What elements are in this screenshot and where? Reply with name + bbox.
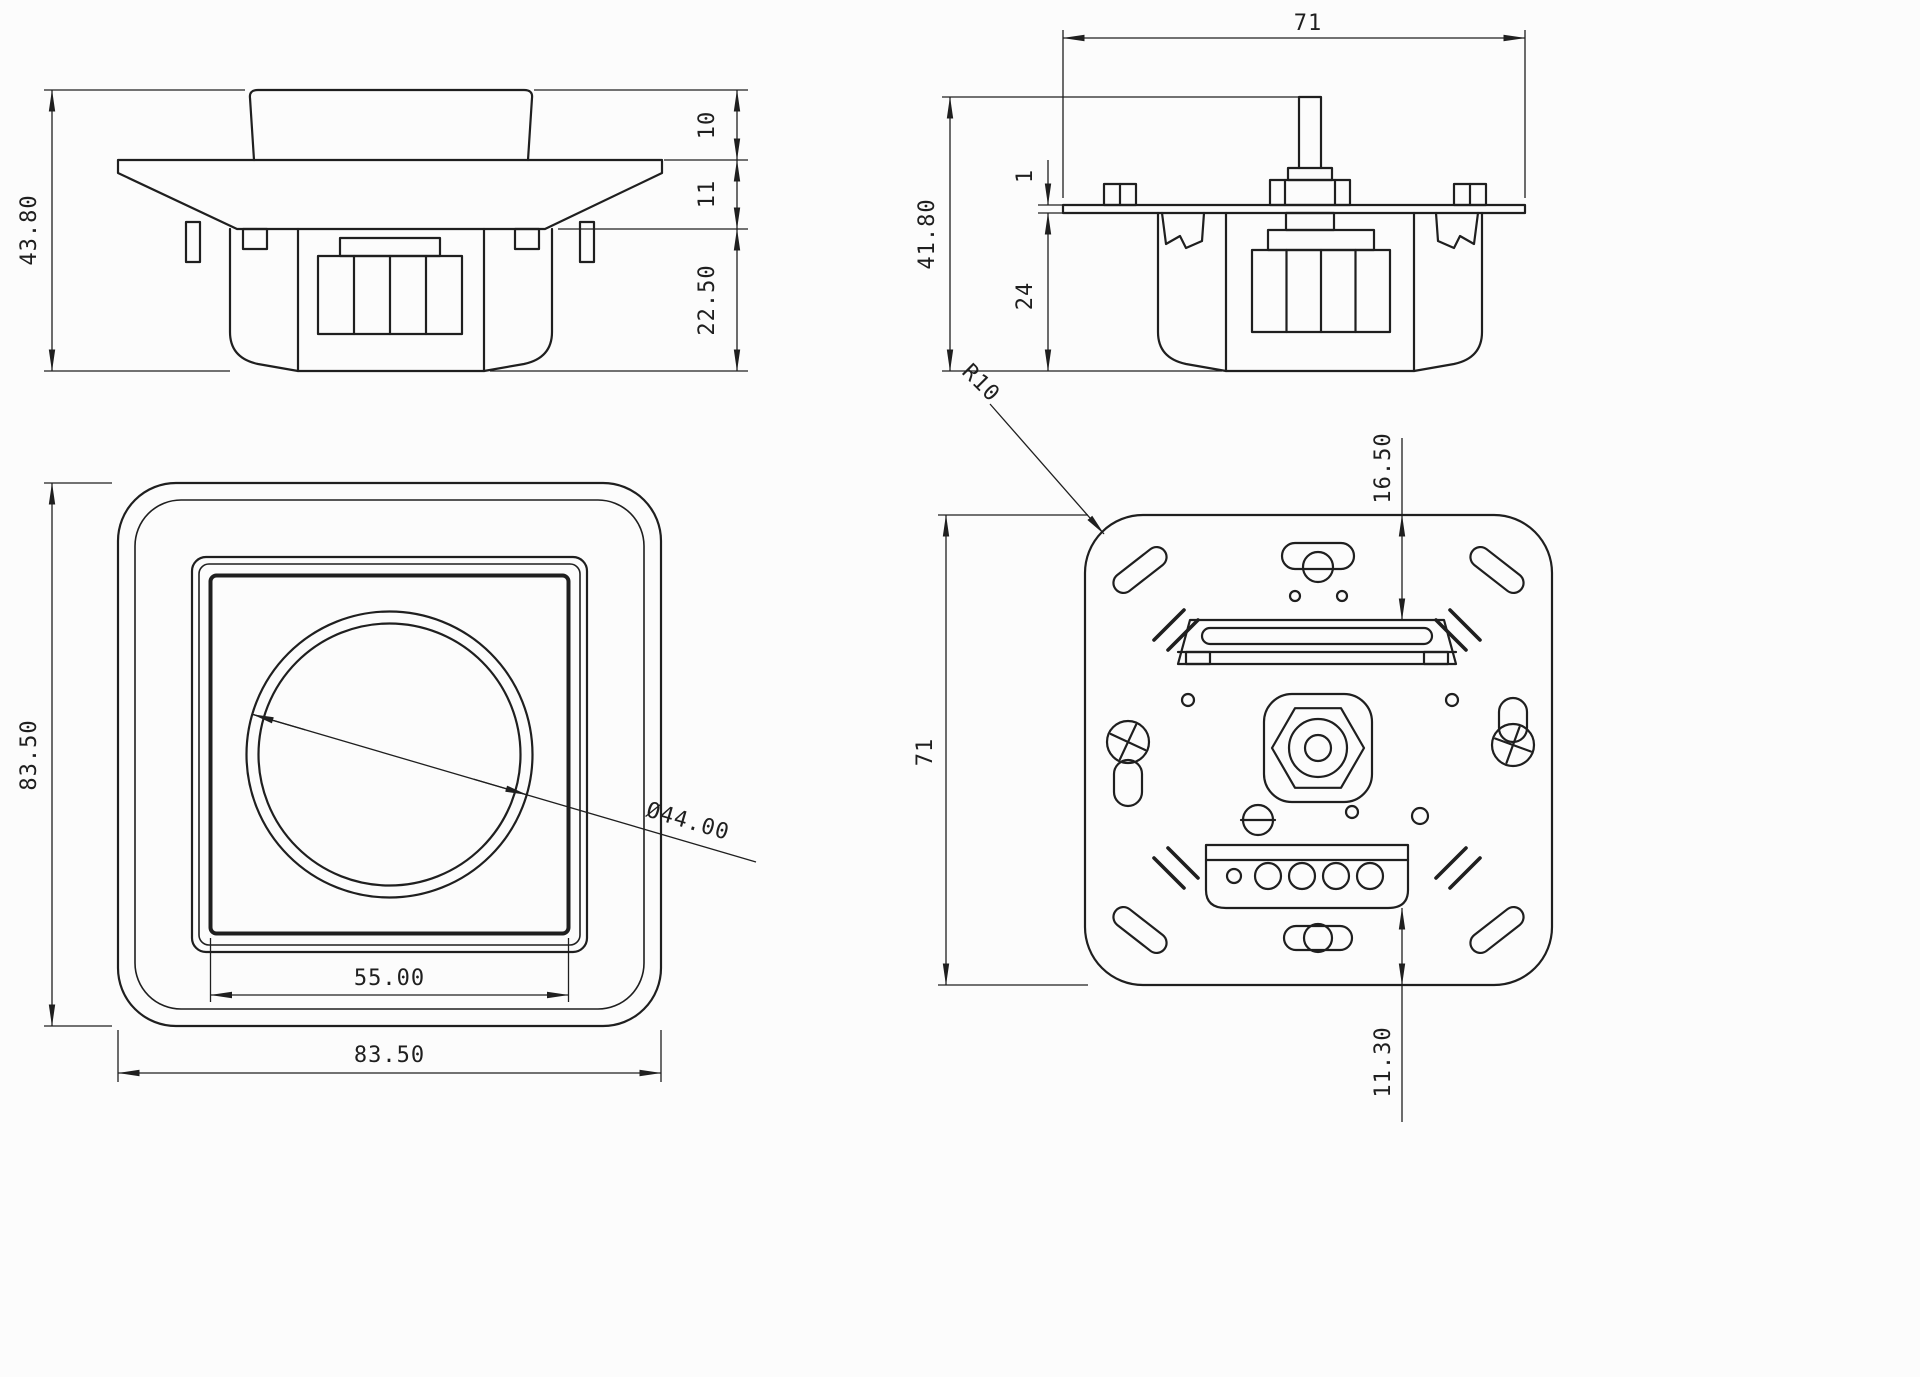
side-view-b-object [1061,95,1527,373]
left-screw-cross [1109,723,1147,761]
wire-hole [1287,861,1317,891]
frame-opening-outer [190,555,589,954]
right-keyhole-slot [1497,696,1529,744]
dim-knob-diameter: Ø44.00 [643,798,732,846]
terminal-top-tab [338,236,442,258]
cover-frame-outer [116,481,663,1028]
left-peg [184,220,202,264]
grip-ticks-lower-left [1152,846,1200,890]
left-screw [1105,719,1151,765]
dim-plate-width: 71 [1294,11,1323,36]
terminal-top-tab [1266,228,1376,252]
knob-profile [248,88,534,162]
right-screw-cross [1494,726,1532,764]
dim-terminal-offset: 11.30 [1371,1026,1396,1097]
diameter-arrow [251,713,306,731]
left-keyhole-slot [1112,758,1144,808]
claw-bracket [1176,618,1458,666]
dim-front-height: 83.50 [17,719,42,790]
terminal-block-back [1204,843,1410,910]
grip-ticks-upper-left [1152,608,1200,652]
corner-slot-tl [1112,545,1168,595]
top-keyhole-circle [1301,550,1335,584]
pilot-hole [1410,806,1430,826]
dim-front-width: 83.50 [354,1043,425,1068]
dim-body-depth: 22.50 [695,264,720,335]
right-claw [1434,211,1480,250]
grip-ticks-upper-right [1434,608,1482,652]
dim-total-height-b: 41.80 [915,198,940,269]
hub-ring [1287,717,1349,779]
side-view-a-dimensions [44,89,748,372]
hub-boss [1262,692,1374,804]
mechanism-body [1156,211,1484,373]
wire-hole-small [1225,867,1243,885]
dim-corner-radius: R10 [957,359,1005,407]
mechanism-body [228,227,554,373]
right-clip [513,227,541,251]
shaft-flange [1286,166,1334,182]
top-keyhole-slot [1280,541,1356,571]
wire-hole [1321,861,1351,891]
pilot-hole [1444,692,1460,708]
diameter-arrow [473,778,528,796]
dim-inner-width: 55.00 [354,966,425,991]
dim-plate-thickness: 1 [1013,169,1038,183]
dim-knob-height: 10 [695,111,720,140]
back-view: R10 16.50 71 11.30 [913,359,1554,1122]
claw-bracket-end [1422,650,1450,666]
shaft [1297,95,1323,170]
faceplate-profile [116,158,664,231]
module-face [208,573,571,936]
shaft-bushing [1284,211,1336,232]
side-view-a-object [116,88,664,373]
corner-slot-tr [1469,545,1525,595]
back-view-object [1083,513,1554,987]
side-view-a: 43.80 10 11 22.50 [17,88,748,373]
pilot-hole [1344,804,1360,820]
cover-frame-inner [134,499,645,1010]
dim-claw-top-offset: 16.50 [1371,432,1396,503]
mounting-nut [1268,178,1352,207]
mounting-plate [1061,203,1527,215]
corner-slot-br [1469,905,1525,955]
side-view-b-dimensions [942,30,1526,372]
back-plate [1083,513,1554,987]
back-view-dimensions [938,403,1406,1122]
dim-plate-size: 71 [913,738,938,767]
dim-frame-thickness: 11 [695,180,720,209]
right-screw [1490,722,1536,768]
pilot-hole [1335,589,1349,603]
pilot-hole [1180,692,1196,708]
radius-leader [989,403,1105,535]
bottom-keyhole-circle [1302,922,1334,954]
claw-bracket-slot [1200,626,1434,646]
hub-hex-nut [1270,707,1366,789]
left-clip [241,227,269,251]
left-claw [1160,211,1206,250]
dim-insert-depth: 24 [1013,282,1038,311]
knob-outer [245,610,534,899]
side-view-b: 71 41.80 1 24 [915,11,1527,373]
hub-shaft-hole [1303,733,1333,763]
claw-bracket-end [1184,650,1212,666]
frame-opening-inner [198,563,581,946]
knob-inner [257,622,522,887]
wire-hole [1355,861,1385,891]
right-peg [578,220,596,264]
front-view-dimensions [44,482,757,1082]
front-view: 83.50 55.00 83.50 Ø44.00 [17,481,757,1082]
corner-slot-bl [1112,905,1168,955]
dim-total-height-a: 43.80 [17,194,42,265]
grip-ticks-lower-right [1434,846,1482,890]
wire-hole [1253,861,1283,891]
bottom-keyhole-slot [1282,924,1354,952]
pilot-hole [1288,589,1302,603]
front-view-object [116,481,663,1028]
